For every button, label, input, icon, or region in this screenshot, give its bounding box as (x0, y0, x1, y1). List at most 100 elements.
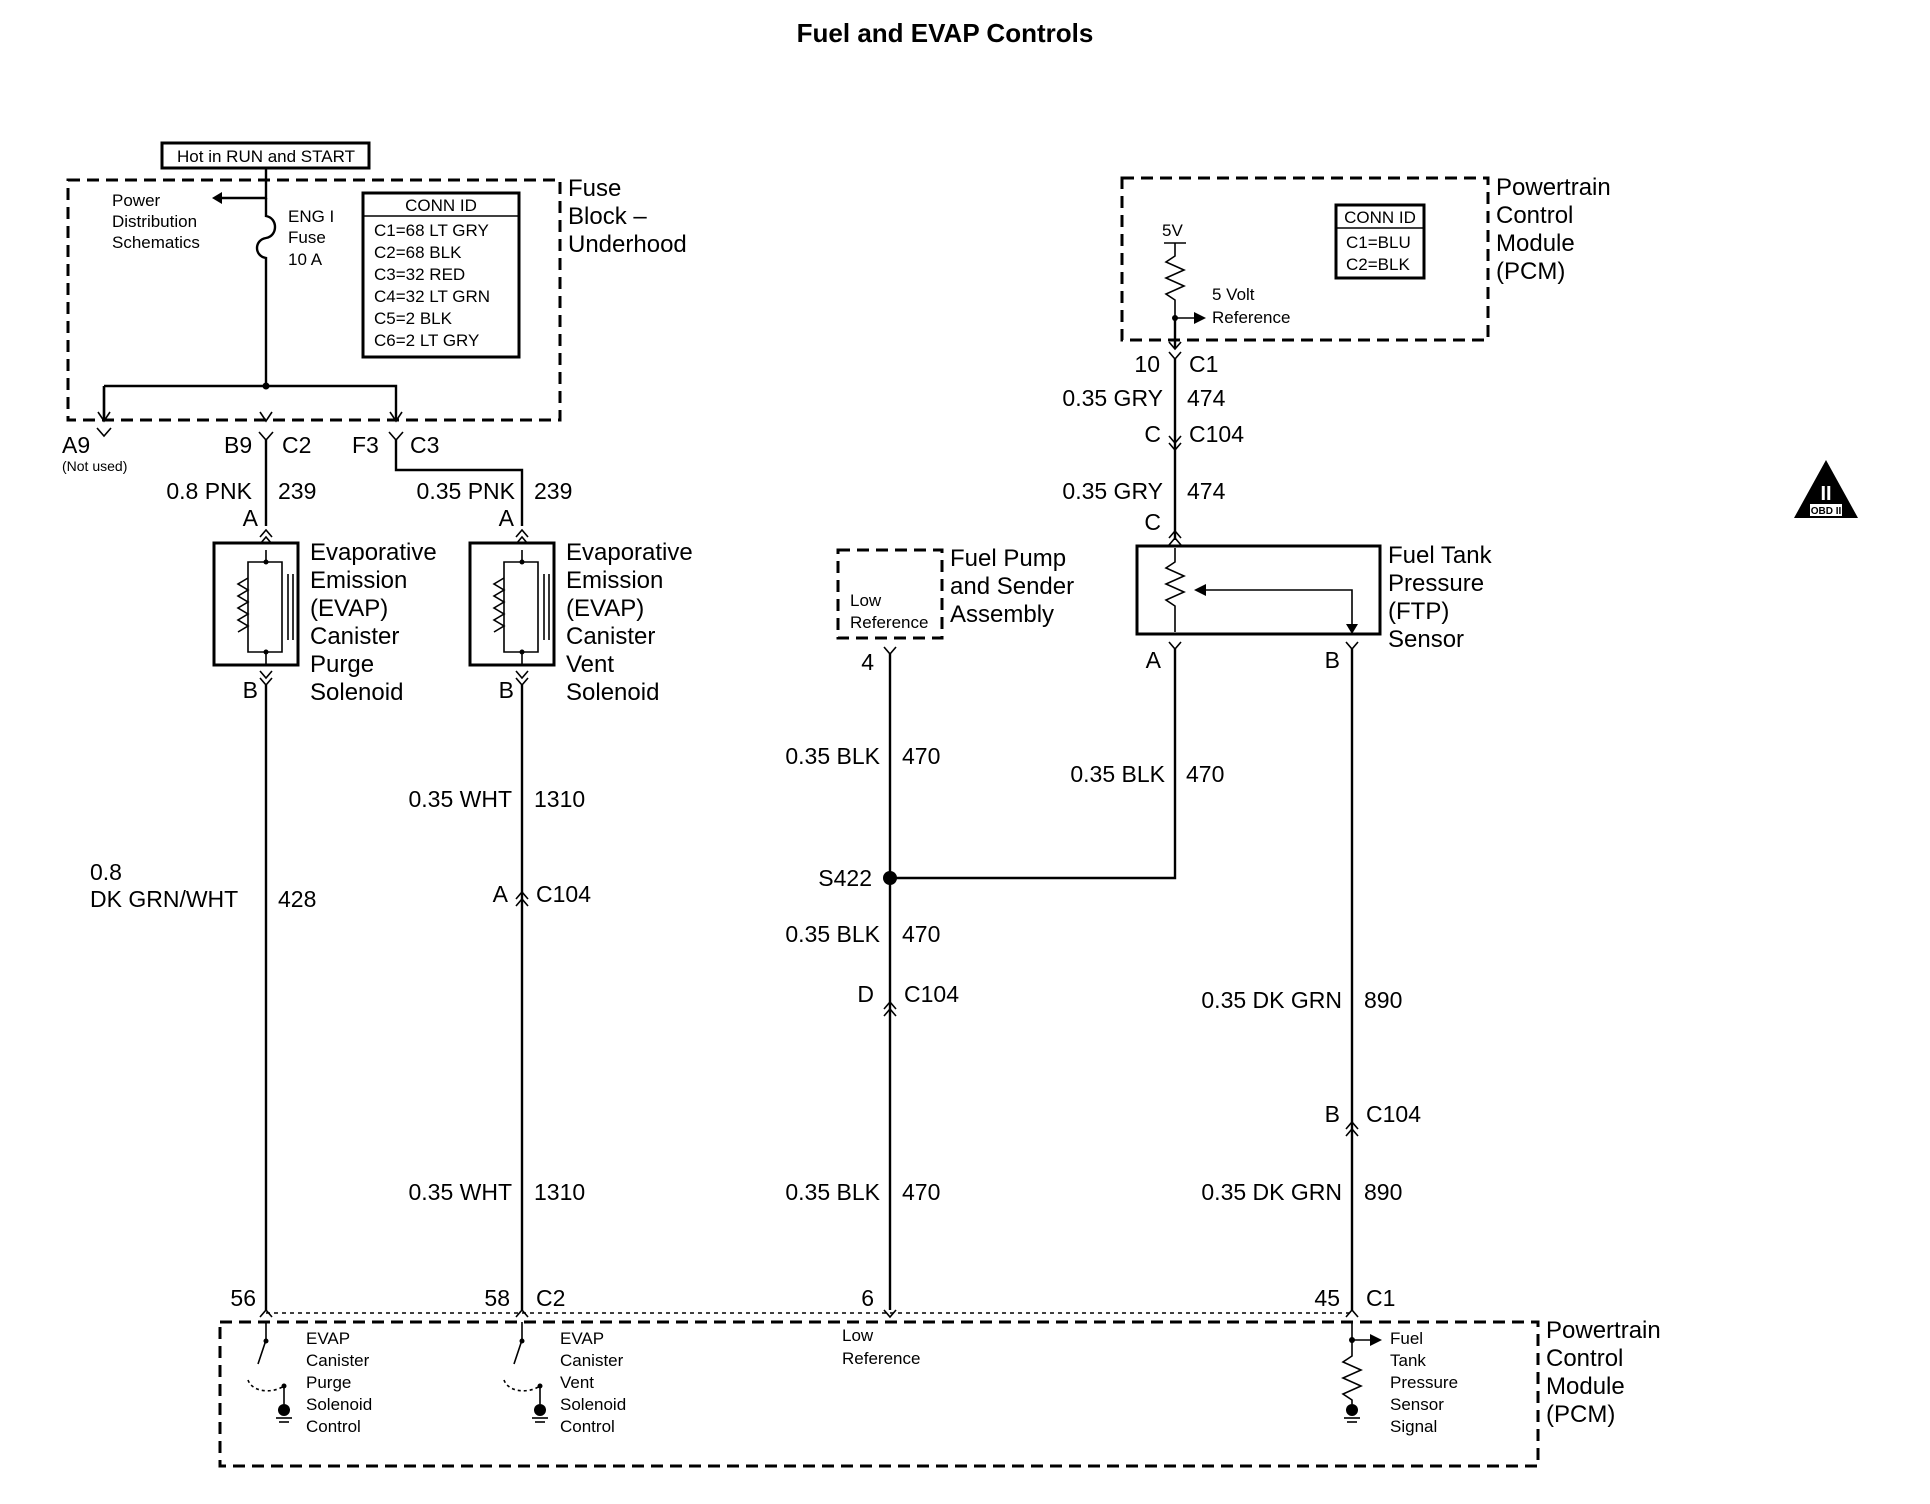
wire-gauge: DK GRN/WHT (90, 886, 238, 912)
ground-icon (278, 1404, 290, 1416)
fuse-conn-id-table: CONN ID C1=68 LT GRY C2=68 BLK C3=32 RED… (361, 191, 521, 359)
wire-circuit: 470 (1186, 761, 1224, 787)
pcm-top-name: (PCM) (1496, 258, 1565, 285)
pcm-bottom-name: (PCM) (1546, 1401, 1615, 1428)
wire-gauge: 0.35 BLK (785, 1179, 880, 1205)
fuse-block: Hot in RUN and START Fuse Block – Underh… (62, 141, 687, 474)
connector-pin: D (857, 981, 874, 1007)
fuse-icon (255, 198, 277, 386)
pin-b: B (499, 677, 514, 703)
connector-pin: B (1325, 1101, 1340, 1127)
fuel-pump-name: and Sender (950, 573, 1074, 600)
ftp-signal-label: Pressure (1390, 1373, 1458, 1392)
obd-badge-top: II (1820, 483, 1831, 505)
pin-a: A (1146, 647, 1162, 673)
terminal-b9: B9 (224, 432, 252, 458)
vent-name: (EVAP) (566, 595, 644, 622)
connector-pin: A (493, 881, 509, 907)
obd-triangle-icon (1794, 460, 1858, 518)
wire-gauge: 0.35 BLK (785, 921, 880, 947)
arrow-down-icon (1346, 624, 1358, 634)
fuse-label-2: Fuse (288, 228, 326, 247)
connector-pin: C (1144, 421, 1161, 447)
connector-id: C104 (904, 981, 959, 1007)
wire-circuit: 239 (278, 478, 316, 504)
fuse-label-3: 10 A (288, 250, 323, 269)
ftp-signal-label: Sensor (1390, 1395, 1444, 1414)
purge-ctrl-label: Purge (306, 1373, 351, 1392)
pcm-top: Powertrain Control Module (PCM) CONN ID … (1120, 174, 1611, 361)
terminal-c3: C3 (410, 432, 439, 458)
obd-badge-bottom: OBD II (1811, 506, 1842, 517)
purge-name: Canister (310, 623, 399, 650)
power-distribution-1: Power (112, 191, 161, 210)
potentiometer-icon (1164, 548, 1186, 632)
purge-control-switch (247, 1322, 292, 1423)
fuel-pump-name: Assembly (950, 601, 1054, 628)
fuse-block-name-1: Fuse (568, 175, 621, 202)
purge-ctrl-label: Canister (306, 1351, 370, 1370)
purge-name: Purge (310, 651, 374, 678)
fuel-pump-inner: Low (850, 591, 882, 610)
purge-solenoid: 0.8 PNK 239 A B Evaporative Emission (EV… (90, 440, 437, 1310)
ref-label: Reference (1212, 308, 1290, 327)
pin-45: 45 (1314, 1285, 1340, 1311)
pcm-conn-id-table: CONN ID C1=BLU C2=BLK (1334, 203, 1426, 280)
wire-circuit: 474 (1187, 478, 1226, 504)
fuse-conn-id-row: C6=2 LT GRY (374, 331, 479, 350)
pcm-bottom: Powertrain Control Module (PCM) 56 58 C2… (218, 1285, 1661, 1468)
fuse-block-name-2: Block – (568, 203, 647, 230)
purge-ctrl-label: Control (306, 1417, 361, 1436)
resistor-icon (1341, 1346, 1363, 1404)
vent-name: Canister (566, 623, 655, 650)
conn-label: C1 (1189, 351, 1218, 377)
wire-circuit: 428 (278, 886, 316, 912)
fuse-conn-id-row: C5=2 BLK (374, 309, 453, 328)
v5-label: 5V (1162, 221, 1183, 240)
resistor-icon (1164, 243, 1186, 320)
fuse-conn-id-row: C4=32 LT GRN (374, 287, 490, 306)
fuse-label-1: ENG I (288, 207, 334, 226)
pin-c1: C1 (1366, 1285, 1395, 1311)
fuel-pump-pin: 4 (861, 649, 874, 675)
fuel-pump-inner: Reference (850, 613, 928, 632)
terminal-f3: F3 (352, 432, 379, 458)
arrow-left-icon (212, 192, 222, 204)
ftp-name: (FTP) (1388, 598, 1449, 625)
pcm-top-name: Control (1496, 202, 1573, 229)
low-ref-label: Reference (842, 1349, 920, 1368)
splice-label: S422 (818, 865, 872, 891)
wire-gauge: 0.35 BLK (785, 743, 880, 769)
purge-ctrl-label: EVAP (306, 1329, 350, 1348)
coil-icon (236, 577, 250, 633)
terminal-not-used: (Not used) (62, 458, 127, 474)
arrow-left-icon (1194, 584, 1206, 596)
pcm-bottom-name: Control (1546, 1345, 1623, 1372)
pin-6: 6 (861, 1285, 874, 1311)
wire-circuit: 239 (534, 478, 572, 504)
wire-gauge: 0.35 WHT (408, 786, 512, 812)
vent-control-switch (503, 1322, 548, 1423)
wire-gauge: 0.35 GRY (1062, 385, 1163, 411)
wire-circuit: 1310 (534, 786, 585, 812)
vent-ctrl-label: Solenoid (560, 1395, 626, 1414)
power-distribution-3: Schematics (112, 233, 200, 252)
pin-b: B (243, 677, 258, 703)
ref-label: 5 Volt (1212, 285, 1255, 304)
ground-icon (534, 1404, 546, 1416)
purge-name: Evaporative (310, 539, 437, 566)
fuse-conn-id-row: C3=32 RED (374, 265, 465, 284)
terminal-c2: C2 (282, 432, 311, 458)
vent-name: Emission (566, 567, 663, 594)
ftp-sensor: 10 C1 0.35 GRY 474 C C104 0.35 GRY 474 C… (890, 351, 1493, 1310)
ground-icon (1346, 1404, 1358, 1416)
connector-id: C104 (1366, 1101, 1421, 1127)
hot-label: Hot in RUN and START (177, 147, 355, 166)
pcm-bottom-name: Module (1546, 1373, 1625, 1400)
fuel-pump-name: Fuel Pump (950, 545, 1066, 572)
wire-gauge: 0.8 PNK (166, 478, 252, 504)
ftp-signal-circuit (1341, 1322, 1382, 1423)
pin-c2: C2 (536, 1285, 565, 1311)
